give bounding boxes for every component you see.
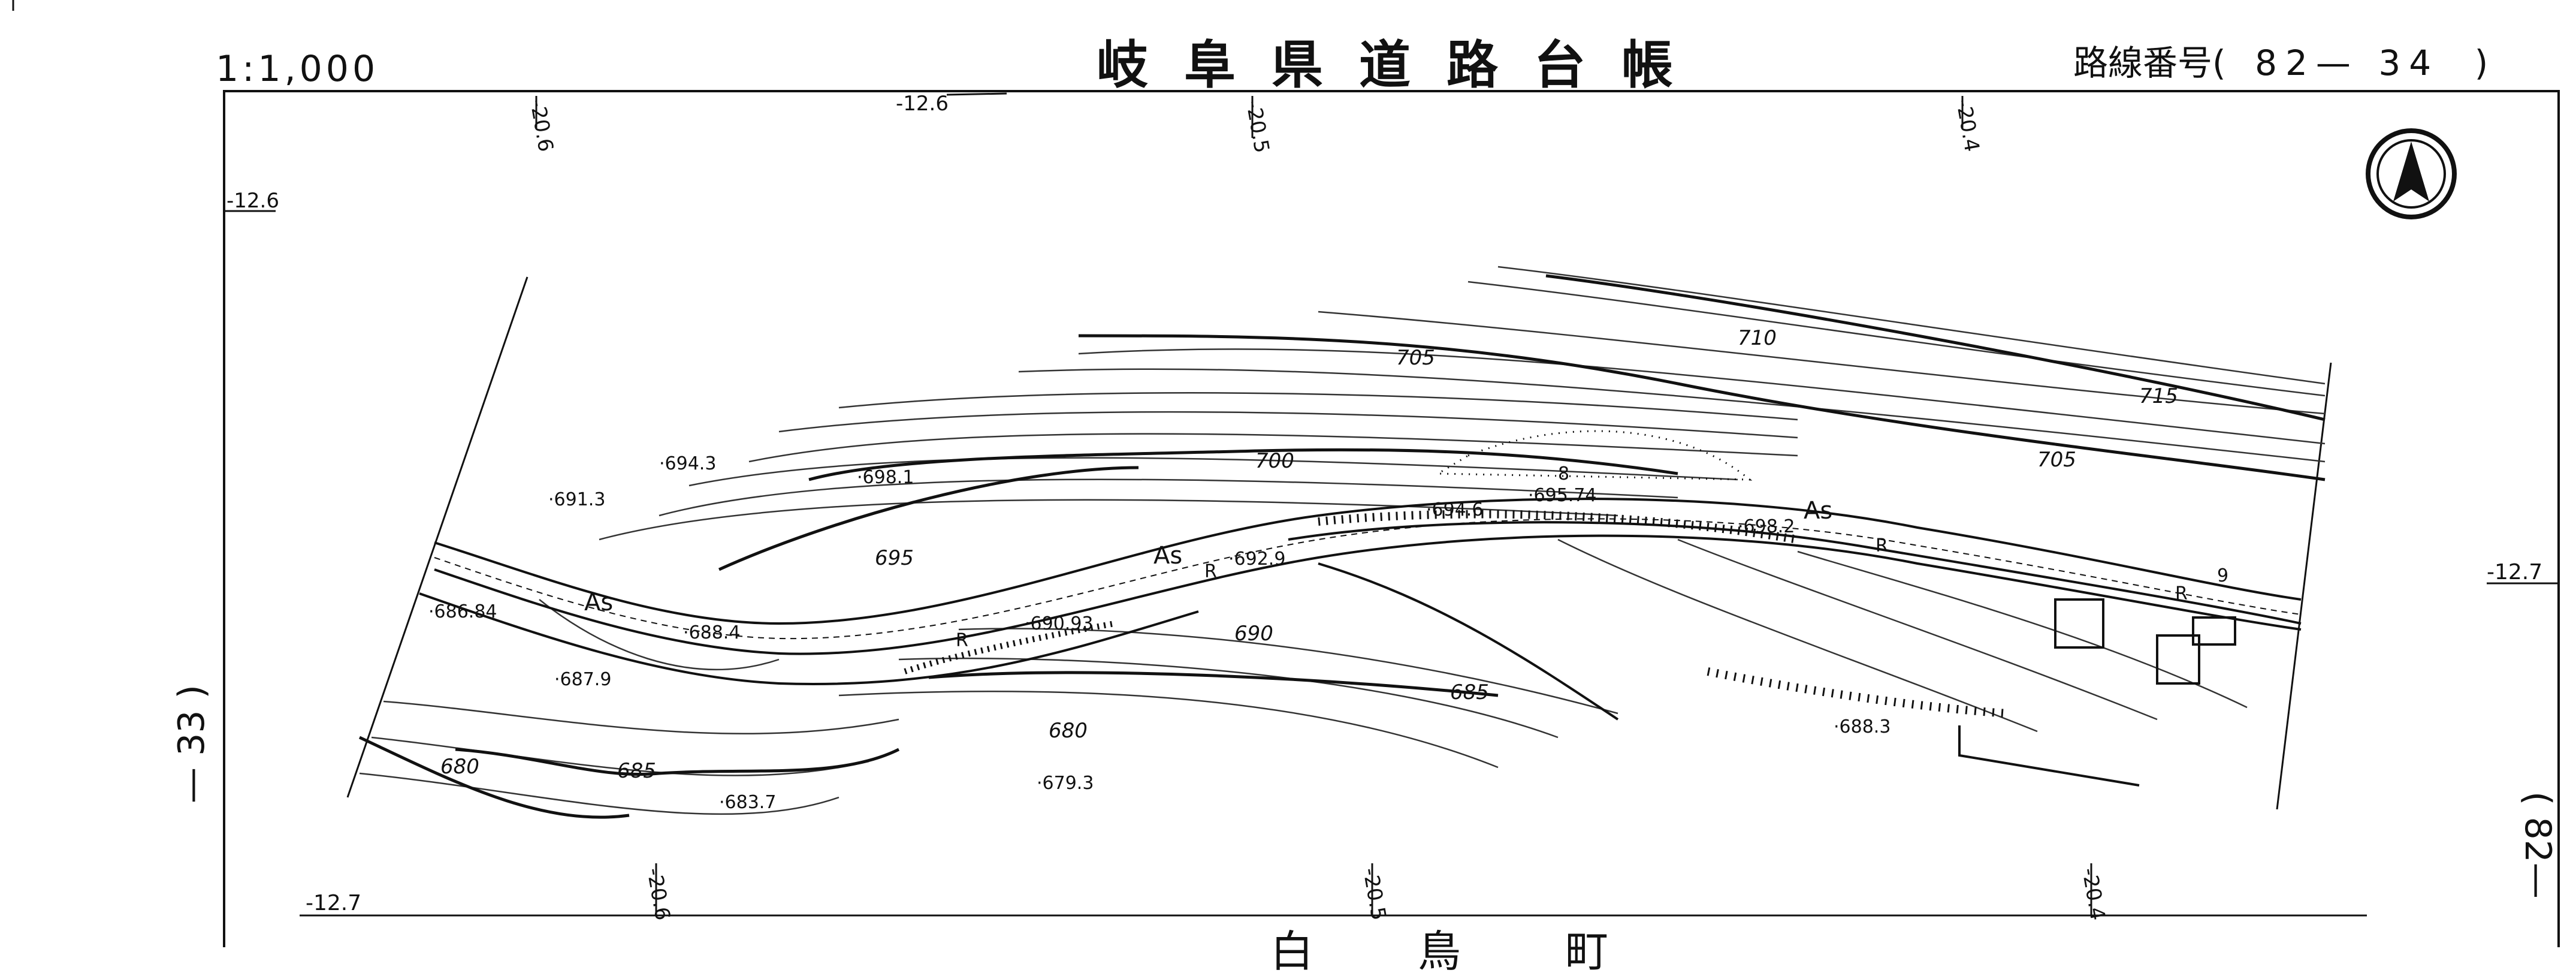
contour-lines-index [358, 274, 2326, 819]
contour-label-680b: 680 [440, 755, 479, 779]
road-marker-label: R [956, 630, 968, 651]
spot-height: ·688.3 [1834, 716, 1891, 737]
grid-label-left-1: -12.6 [227, 189, 279, 213]
contour-label-710: 710 [1738, 326, 1777, 350]
spot-height: ·695.74 [1528, 485, 1597, 506]
contour-label-705b: 705 [2037, 448, 2076, 472]
grid-label-top-3: -20.5 [1241, 99, 1274, 155]
contour-label-685a: 685 [1450, 680, 1489, 704]
grid-label-top-4: -20.4 [1951, 98, 1984, 154]
contour-label-705a: 705 [1396, 346, 1435, 370]
grid-label-bottom-2: -20.6 [642, 866, 675, 923]
road-marker-label: 9 [2217, 565, 2228, 586]
route-close: ) [2474, 43, 2489, 83]
road-centerline [434, 518, 2302, 640]
spot-height: ·683.7 [719, 792, 776, 813]
grid-label-top-1: -20.6 [525, 98, 558, 154]
route-label: 路線番号( [2073, 43, 2226, 83]
map-title: 岐阜県道路台帳 [1097, 35, 1709, 95]
contour-label-715: 715 [2139, 384, 2178, 408]
contour-label-700: 700 [1255, 449, 1294, 473]
surface-label: As [584, 589, 613, 616]
road-marker-label: R [2175, 583, 2188, 604]
spot-height: ·691.3 [548, 489, 605, 510]
road-marker-label: R [1876, 535, 1888, 556]
grid-label-top-2: -12.6 [896, 92, 949, 116]
road-marker-label: R [1204, 561, 1217, 582]
spot-height: ·690.93 [1025, 613, 1094, 634]
contour-lines-thin [359, 266, 2326, 815]
road-edges [419, 498, 2302, 721]
survey-boundary [346, 276, 2332, 810]
spot-height: ·692.9 [1228, 549, 1285, 570]
grid-label-right-1: -12.7 [2487, 560, 2542, 585]
spot-height: ·694.3 [659, 453, 716, 474]
contour-label-685b: 685 [617, 759, 656, 783]
spot-height: ·698.2 [1738, 516, 1795, 537]
map-frame [223, 90, 2560, 947]
grid-label-bottom-3: -20.5 [1358, 866, 1391, 923]
buildings [1958, 598, 2236, 787]
surface-label: As [1804, 497, 1832, 525]
retaining-walls [904, 510, 2008, 718]
spot-height: ·688.4 [683, 622, 740, 643]
grid-label-bottom-1: -12.7 [306, 891, 361, 915]
contour-label-695: 695 [875, 546, 914, 570]
contour-label-680a: 680 [1049, 719, 1088, 743]
spot-height: ·694.6 [1426, 499, 1483, 520]
north-arrow-icon [2366, 128, 2457, 219]
spot-height: ·698.1 [857, 467, 914, 488]
road-marker-label: 8 [1558, 463, 1569, 484]
spot-height: ·687.9 [554, 669, 611, 690]
surface-label: As [1153, 542, 1182, 570]
route-number: 82— 34 [2255, 43, 2440, 83]
contour-label-690: 690 [1234, 622, 1273, 646]
map-scale: 1:1,000 [216, 48, 379, 90]
map-drawing: -20.6 -12.6 -20.5 -20.4 -12.6 -12.7 -12.… [12, 0, 2560, 923]
route-number-label: 路線番号( 82— 34 ) [2073, 35, 2488, 85]
grid-label-bottom-4: -20.4 [2077, 866, 2110, 923]
spot-height: ·686.84 [428, 601, 497, 622]
spot-height: ·679.3 [1037, 773, 1094, 794]
